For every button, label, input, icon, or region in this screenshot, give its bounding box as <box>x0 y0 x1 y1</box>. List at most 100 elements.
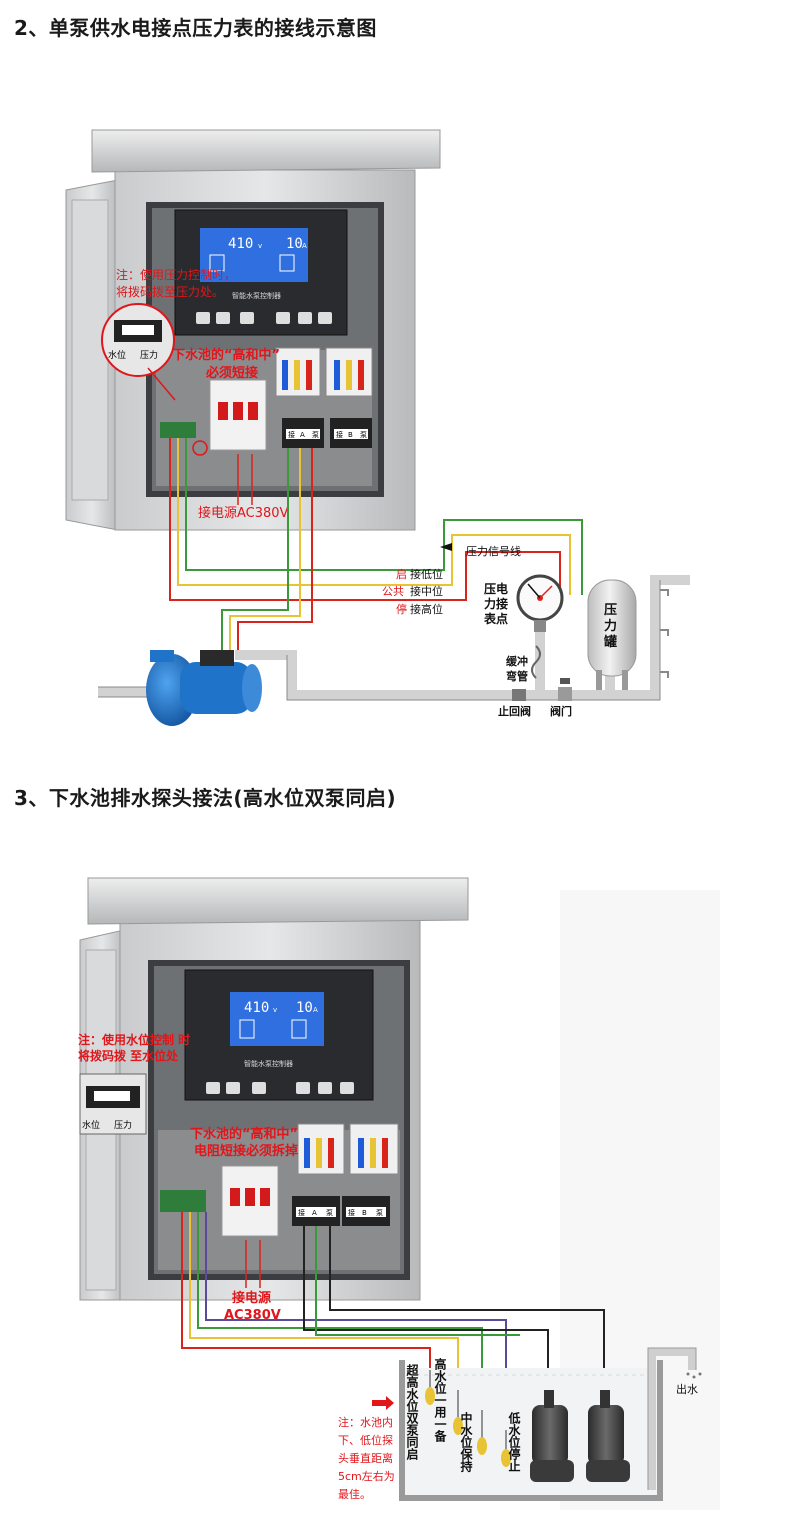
tank-label-1: 压 <box>604 603 617 618</box>
svg-text:泵: 泵 <box>360 431 367 439</box>
stop-text: 接高位 <box>410 602 443 616</box>
short-note-line-1: 下水池的“高和中” <box>172 347 280 363</box>
pump-a-icon <box>239 1019 255 1039</box>
pump-b-icon <box>279 254 295 272</box>
probe-label-mid: 中水位保持 <box>459 1411 473 1473</box>
controller-panel: 410 v 10 A 智能水泵控制器 <box>184 969 374 1101</box>
probe-terminals <box>160 422 196 438</box>
outlet-taps <box>660 589 669 678</box>
svg-text:超高水位双泵同启: 超高水位双泵同启 <box>405 1363 419 1461</box>
controller-panel: 410 v 10 A 智能水泵控制器 <box>174 209 348 336</box>
switch-left-label: 水位 <box>82 1119 100 1131</box>
contactors <box>297 1123 399 1175</box>
switch-right-label: 压力 <box>140 349 158 361</box>
power-label-line-1: 接电源 <box>232 1290 271 1306</box>
svg-text:最佳。: 最佳。 <box>338 1487 371 1501</box>
tank-label-2: 力 <box>604 618 617 634</box>
stop-word: 停 <box>396 602 407 616</box>
screen-voltage-unit: v <box>273 1006 277 1014</box>
short-note-line-1: 下水池的“高和中” <box>190 1126 298 1142</box>
svg-text:泵: 泵 <box>376 1209 383 1217</box>
terminal-block-b: 接 B 泵 <box>330 418 372 448</box>
section3-heading: 3、下水池排水探头接法(高水位双泵同启) <box>14 786 397 810</box>
svg-text:低水位停止: 低水位停止 <box>507 1411 521 1472</box>
short-note-line-2: 电阻短接必须拆掉 <box>194 1143 298 1159</box>
svg-text:接: 接 <box>288 430 295 439</box>
gauge-label-3: 表点 <box>483 611 508 626</box>
water-pump <box>146 650 262 726</box>
signal-line-label: 压力信号线 <box>466 544 521 558</box>
svg-text:A: A <box>300 431 305 439</box>
svg-text:泵: 泵 <box>312 431 319 439</box>
svg-text:注：水池内: 注：水池内 <box>338 1415 393 1429</box>
panel-buttons[interactable] <box>206 1082 354 1094</box>
submersible-pump-2 <box>586 1390 630 1482</box>
power-label: 接电源AC380V <box>198 505 289 521</box>
cabinet-door <box>65 179 119 531</box>
pump-b-icon <box>291 1019 307 1039</box>
short-note-line-2: 必须短接 <box>205 365 258 381</box>
svg-text:5cm左右为: 5cm左右为 <box>338 1469 395 1483</box>
gate-valve-icon <box>558 678 572 701</box>
svg-text:B: B <box>362 1209 367 1217</box>
common-text: 接中位 <box>410 584 443 598</box>
svg-text:高水位一用一备: 高水位一用一备 <box>433 1357 447 1443</box>
note-line-2: 将拨码拨 至水位处 <box>78 1048 179 1063</box>
water-pipes <box>98 575 690 700</box>
pressure-tank <box>587 579 637 690</box>
pressure-gauge <box>516 574 564 632</box>
controller-name: 智能水泵控制器 <box>232 291 281 300</box>
check-valve-icon <box>512 689 526 701</box>
gauge-label-1: 压电 <box>484 581 508 596</box>
controller-name: 智能水泵控制器 <box>244 1059 293 1068</box>
probe-label-low: 低水位停止 <box>507 1411 521 1472</box>
signal-arrow-icon <box>440 543 452 551</box>
drainage-wiring-diagram: 410 v 10 A 智能水泵控制器 接 A 泵 <box>78 877 720 1510</box>
start-text: 接低位 <box>410 567 443 581</box>
buffer-pipe-label-1: 缓冲 <box>506 654 528 668</box>
pump-a-icon <box>209 254 225 272</box>
screen-voltage: 410 <box>244 1000 269 1016</box>
buffer-pipe-label-2: 弯管 <box>506 669 528 683</box>
dip-switch-inset: 水位 压力 <box>101 303 175 377</box>
switch-left-label: 水位 <box>108 349 126 361</box>
screen-voltage: 410 <box>228 236 253 252</box>
contactors <box>275 347 373 397</box>
submersible-pump-1 <box>530 1390 574 1482</box>
svg-text:B: B <box>348 431 353 439</box>
svg-text:中水位保持: 中水位保持 <box>459 1411 473 1473</box>
svg-text:接: 接 <box>348 1208 355 1217</box>
circuit-breaker <box>221 1165 279 1237</box>
probe-label-high: 高水位一用一备 <box>433 1357 447 1443</box>
pressure-wiring-diagram: 410 v 10 A 智能水泵控制器 接 A 泵 <box>65 129 690 726</box>
note-line-2: 将拨码拨至压力处。 <box>116 285 224 299</box>
svg-text:泵: 泵 <box>326 1209 333 1217</box>
probe-terminals <box>160 1190 206 1212</box>
terminal-block-a: 接 A 泵 <box>292 1196 340 1226</box>
terminal-block-b: 接 B 泵 <box>342 1196 390 1226</box>
outlet-pipe <box>648 1348 696 1490</box>
panel-buttons[interactable] <box>196 312 332 324</box>
note-line-1: 注：使用水位控制 时 <box>78 1032 190 1047</box>
switch-right-label: 压力 <box>114 1119 132 1131</box>
outlet-label: 出水 <box>676 1382 698 1396</box>
note-line-1: 注：使用压力控制时， <box>116 267 236 282</box>
screen-current-unit: A <box>302 242 307 250</box>
screen-current: 10 <box>296 1000 313 1016</box>
control-wires <box>169 438 583 650</box>
screen-current-unit: A <box>313 1006 318 1014</box>
short-circle-marker <box>192 440 208 456</box>
svg-text:接: 接 <box>336 430 343 439</box>
svg-text:下、低位探: 下、低位探 <box>338 1433 393 1447</box>
start-word: 启 <box>396 568 407 581</box>
svg-text:A: A <box>312 1209 317 1217</box>
tip-note: 注：水池内 下、低位探 头垂直距离 5cm左右为 最佳。 <box>338 1415 395 1501</box>
tip-arrow-icon <box>372 1396 394 1410</box>
probe-label-super: 超高水位双泵同启 <box>405 1363 419 1461</box>
terminal-block-a: 接 A 泵 <box>282 418 324 448</box>
dip-switch-inset: 水位 压力 <box>79 1073 147 1135</box>
screen-voltage-unit: v <box>258 242 262 250</box>
svg-text:头垂直距离: 头垂直距离 <box>338 1451 393 1465</box>
svg-text:接: 接 <box>298 1208 305 1217</box>
valve-label: 阀门 <box>550 704 572 718</box>
